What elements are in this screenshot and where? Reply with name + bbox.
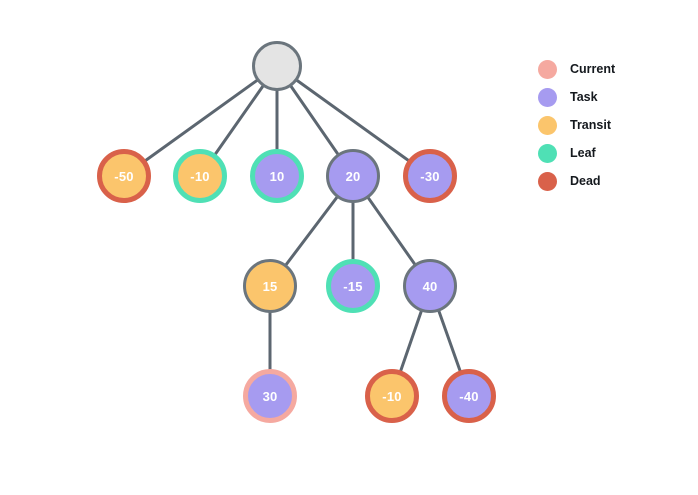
tree-node-label: 20 xyxy=(345,168,361,184)
tree-node-n30[interactable]: 30 xyxy=(243,369,297,423)
legend-item-label: Transit xyxy=(570,118,611,132)
legend-item-transit[interactable]: Transit xyxy=(538,111,615,139)
tree-node-label: -50 xyxy=(114,168,134,184)
tree-node-n-40[interactable]: -40 xyxy=(442,369,496,423)
tree-node-label: 30 xyxy=(262,388,278,404)
legend-swatch-icon xyxy=(538,87,557,107)
tree-node-label: -10 xyxy=(190,168,210,184)
tree-node-n20[interactable]: 20 xyxy=(326,149,380,203)
tree-node-label: -30 xyxy=(420,168,440,184)
legend-item-label: Current xyxy=(570,62,616,76)
tree-node-label: 10 xyxy=(269,168,285,184)
tree-node-label: -15 xyxy=(343,278,363,294)
legend-swatch-icon xyxy=(538,115,557,135)
tree-node-n40[interactable]: 40 xyxy=(403,259,457,313)
legend-item-leaf[interactable]: Leaf xyxy=(538,139,615,167)
tree-node-n15[interactable]: 15 xyxy=(243,259,297,313)
legend-item-dead[interactable]: Dead xyxy=(538,167,615,195)
tree-node-n10[interactable]: 10 xyxy=(250,149,304,203)
legend-swatch-icon xyxy=(538,59,557,79)
legend-item-label: Dead xyxy=(570,174,601,188)
tree-node-n-30[interactable]: -30 xyxy=(403,149,457,203)
legend-swatch-icon xyxy=(538,171,557,191)
legend-item-task[interactable]: Task xyxy=(538,83,615,111)
tree-node-n-15[interactable]: -15 xyxy=(326,259,380,313)
legend-item-current[interactable]: Current xyxy=(538,55,615,83)
tree-node-root[interactable] xyxy=(252,41,302,91)
legend-swatch-icon xyxy=(538,143,557,163)
tree-node-n-10b[interactable]: -10 xyxy=(365,369,419,423)
tree-node-label: 15 xyxy=(262,278,278,294)
tree-node-n-50[interactable]: -50 xyxy=(97,149,151,203)
tree-node-label: -10 xyxy=(382,388,402,404)
tree-node-n-10a[interactable]: -10 xyxy=(173,149,227,203)
tree-edge xyxy=(275,64,432,178)
legend-item-label: Leaf xyxy=(570,146,596,160)
tree-edge xyxy=(122,64,279,178)
tree-node-label: 40 xyxy=(422,278,438,294)
legend-item-label: Task xyxy=(570,90,598,104)
tree-node-label: -40 xyxy=(459,388,479,404)
